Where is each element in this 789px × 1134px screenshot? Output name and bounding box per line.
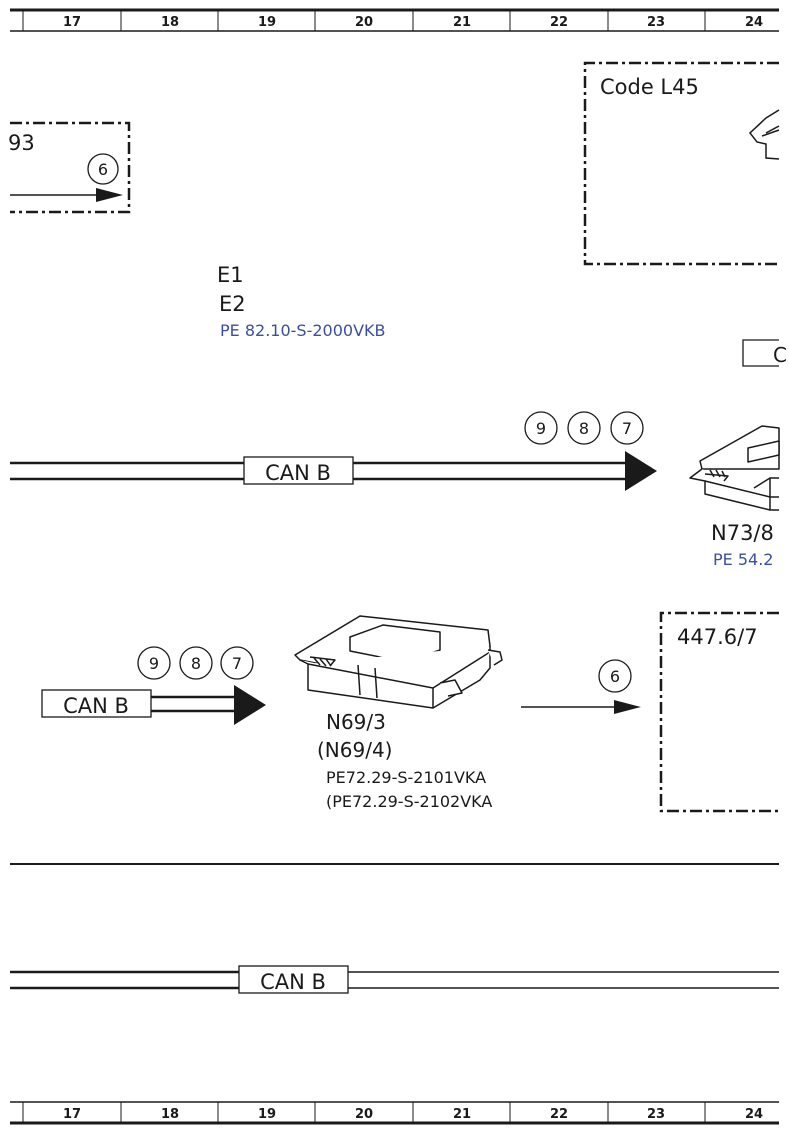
e2-label: E2 (219, 292, 246, 316)
circle-mid-8: 8 (191, 654, 201, 673)
can-b-bus-top: CAN B (10, 451, 657, 491)
ruler-bottom-23: 23 (647, 1107, 665, 1122)
ruler-bottom-21: 21 (453, 1107, 471, 1122)
circle-mid-9: 9 (149, 654, 159, 673)
circle-top-8: 8 (579, 419, 589, 438)
can-b-bottom-box (238, 965, 349, 994)
circle-top-9: 9 (536, 419, 546, 438)
right-partial-box-label: C (773, 343, 787, 367)
right-partial-box: C (742, 339, 787, 367)
box-447-6-7-label: 447.6/7 (677, 625, 758, 649)
circles-top: 9 8 7 (524, 411, 644, 445)
can-b-top-label: CAN B (265, 461, 331, 485)
can-b-bottom-label: CAN B (260, 970, 326, 994)
box-447-6-7: 447.6/7 (659, 611, 779, 813)
code-l45-label: Code L45 (600, 75, 699, 99)
circles-mid: 9 8 7 (137, 646, 254, 680)
can-b-top-box (243, 456, 354, 485)
box-93: 93 6 (8, 121, 131, 214)
n69-4-label: (N69/4) (317, 738, 392, 762)
ruler-top-19: 19 (258, 15, 276, 30)
can-b-top-arrowhead (625, 451, 657, 491)
top-ruler: 17 18 19 20 21 22 23 24 (10, 8, 779, 32)
n73-8-control-unit-icon (689, 425, 780, 511)
ruler-bottom-17: 17 (63, 1107, 81, 1122)
ruler-bottom-24: 24 (745, 1107, 763, 1122)
can-b-mid-box (41, 689, 152, 718)
n69-3-label: N69/3 (326, 710, 386, 734)
box-93-circle-number: 6 (98, 160, 108, 179)
ruler-top-20: 20 (355, 15, 373, 30)
ruler-bottom-20: 20 (355, 1107, 373, 1122)
control-unit-icon (748, 109, 780, 160)
can-b-mid-arrowhead (234, 685, 266, 725)
ruler-bottom-18: 18 (161, 1107, 179, 1122)
can-b-bus-bottom: CAN B (10, 965, 779, 994)
n69-3-reference-link[interactable]: PE72.29-S-2101VKA (326, 768, 486, 787)
e1-label: E1 (217, 263, 244, 287)
ruler-top-18: 18 (161, 15, 179, 30)
code-l45-box: Code L45 (583, 61, 780, 266)
n69-4-reference-link[interactable]: (PE72.29-S-2102VKA (326, 792, 492, 811)
ruler-top-24: 24 (745, 15, 763, 30)
ruler-bottom-19: 19 (258, 1107, 276, 1122)
signal-arrow-6-number: 6 (610, 667, 620, 686)
ruler-bottom-22: 22 (550, 1107, 568, 1122)
signal-arrow-6: 6 (521, 659, 641, 714)
circle-top-7: 7 (622, 419, 632, 438)
ruler-top-17: 17 (63, 15, 81, 30)
can-b-mid-label: CAN B (63, 694, 129, 718)
ruler-top-21: 21 (453, 15, 471, 30)
n73-8-reference-link[interactable]: PE 54.2 (713, 550, 773, 569)
signal-arrow-6-head (614, 700, 641, 714)
ruler-top-23: 23 (647, 15, 665, 30)
e-reference-link[interactable]: PE 82.10-S-2000VKB (220, 321, 385, 340)
circle-mid-7: 7 (232, 654, 242, 673)
ruler-top-22: 22 (550, 15, 568, 30)
can-b-bus-mid: CAN B (41, 685, 266, 725)
box-93-arrowhead (96, 188, 123, 202)
bottom-ruler: 17 18 19 20 21 22 23 24 (10, 1101, 779, 1125)
n73-8-label: N73/8 (711, 521, 774, 545)
box-93-label: 93 (8, 131, 35, 155)
n69-3-control-unit-icon (294, 615, 503, 709)
box-93-circle (87, 153, 119, 185)
